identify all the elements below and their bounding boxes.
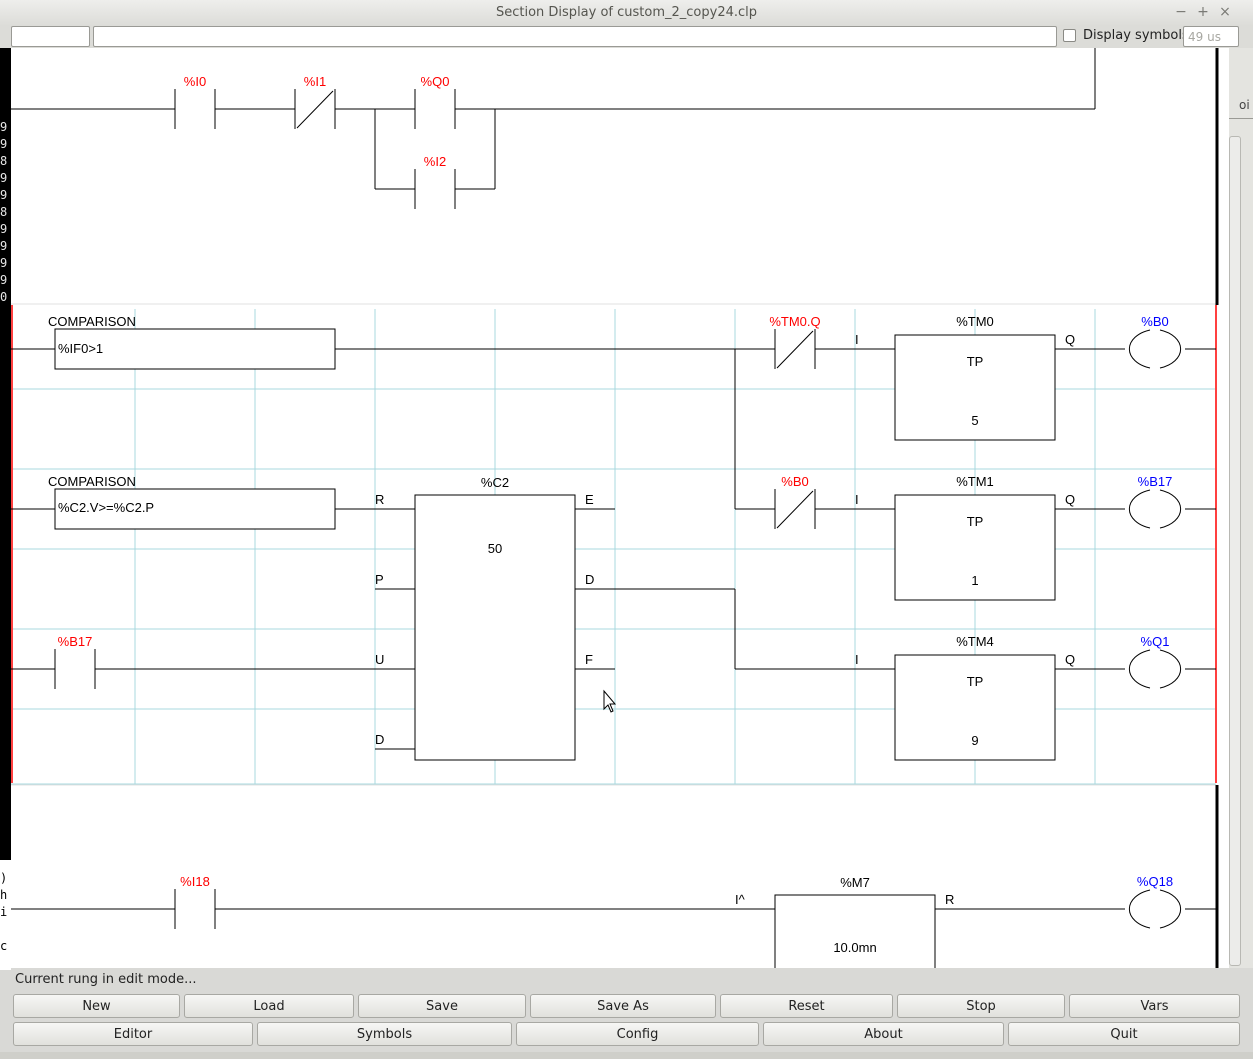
background-text-lower: )h i c	[0, 871, 8, 953]
counter-name: %C2	[481, 475, 509, 490]
timer-TM1-name: %TM1	[956, 474, 994, 489]
timer-TM0-name: %TM0	[956, 314, 994, 329]
counter-input-D: D	[375, 732, 384, 747]
background-divider	[1229, 118, 1253, 119]
edit-mode-border	[11, 305, 1217, 783]
comparison-block-1[interactable]	[54, 328, 336, 370]
timer-TM0-preset: 5	[971, 413, 978, 428]
timer-TM0-input: I	[855, 332, 859, 347]
contact-Q0[interactable]	[414, 89, 456, 129]
timer-TM4-preset: 9	[971, 733, 978, 748]
rung-field[interactable]	[11, 26, 90, 47]
timer-TM0-block[interactable]	[894, 334, 1056, 441]
vars-button[interactable]: Vars	[1069, 994, 1240, 1018]
coil-B17-label: %B17	[1138, 474, 1173, 489]
contact-Q0-label: %Q0	[421, 74, 450, 89]
timer-TM4-name: %TM4	[956, 634, 994, 649]
contact-B0-label: %B0	[781, 474, 808, 489]
monostable-value: 10.0mn	[833, 940, 876, 955]
timer-TM4-output: Q	[1065, 652, 1075, 667]
contact-B17[interactable]	[54, 649, 96, 689]
about-button[interactable]: About	[763, 1022, 1004, 1046]
contact-TM0Q-label: %TM0.Q	[769, 314, 820, 329]
counter-input-U: U	[375, 652, 384, 667]
contact-B17-label: %B17	[58, 634, 93, 649]
display-symbols-label: Display symbols	[1083, 28, 1189, 43]
rung-2-wires	[11, 348, 1216, 750]
counter-output-F: F	[585, 652, 593, 667]
monostable-block[interactable]	[774, 894, 936, 968]
window-title: Section Display of custom_2_copy24.clp	[495, 5, 758, 20]
timer-TM1-type: TP	[967, 514, 984, 529]
stop-button[interactable]: Stop	[897, 994, 1065, 1018]
editor-button[interactable]: Editor	[13, 1022, 253, 1046]
maximize-button[interactable]: +	[1197, 4, 1209, 20]
timer-TM4-block[interactable]	[894, 654, 1056, 761]
monostable-input: I^	[735, 892, 746, 907]
comparison-block-2[interactable]	[54, 488, 336, 530]
coil-Q1[interactable]	[1128, 649, 1182, 689]
background-text-right: oi	[1239, 98, 1250, 112]
coil-B0-label: %B0	[1141, 314, 1168, 329]
counter-output-D: D	[585, 572, 594, 587]
counter-preset: 50	[488, 541, 502, 556]
scan-time-field: 49 us	[1183, 26, 1239, 47]
comparison-2-header: COMPARISON	[48, 474, 136, 489]
counter-input-P: P	[375, 572, 384, 587]
rung-1	[11, 48, 1096, 190]
comparison-1-expression: %IF0>1	[58, 341, 103, 356]
timer-TM1-output: Q	[1065, 492, 1075, 507]
coil-Q1-label: %Q1	[1141, 634, 1170, 649]
contact-TM0Q-nc[interactable]	[774, 329, 816, 369]
contact-I1-nc[interactable]	[294, 89, 336, 129]
status-message: Current rung in edit mode...	[15, 972, 197, 987]
ladder-canvas[interactable]: %I0 %I1 %Q0 %I2 COMPARISON	[11, 48, 1229, 968]
counter-input-R: R	[375, 492, 384, 507]
contact-I0[interactable]	[174, 89, 216, 129]
counter-output-E: E	[585, 492, 594, 507]
contact-I0-label: %I0	[184, 74, 206, 89]
comparison-1-header: COMPARISON	[48, 314, 136, 329]
timer-TM1-preset: 1	[971, 573, 978, 588]
monostable-output: R	[945, 892, 954, 907]
save-as-button[interactable]: Save As	[530, 994, 716, 1018]
coil-B0[interactable]	[1128, 329, 1182, 369]
comparison-2-expression: %C2.V>=%C2.P	[58, 500, 154, 515]
contact-B0-nc[interactable]	[774, 489, 816, 529]
taskbar	[0, 1052, 1253, 1059]
monostable-name: %M7	[840, 875, 870, 890]
mouse-cursor-icon	[603, 689, 617, 713]
save-button[interactable]: Save	[358, 994, 526, 1018]
contact-I18-label: %I18	[180, 874, 210, 889]
timer-TM1-block[interactable]	[894, 494, 1056, 601]
background-panel	[0, 860, 11, 970]
coil-Q18-label: %Q18	[1137, 874, 1173, 889]
contact-I18[interactable]	[174, 889, 216, 929]
quit-button[interactable]: Quit	[1008, 1022, 1240, 1046]
minimize-button[interactable]: −	[1175, 4, 1187, 20]
contact-I2-label: %I2	[424, 154, 446, 169]
timer-TM0-output: Q	[1065, 332, 1075, 347]
config-button[interactable]: Config	[516, 1022, 759, 1046]
symbols-button[interactable]: Symbols	[257, 1022, 512, 1046]
load-button[interactable]: Load	[184, 994, 354, 1018]
reset-button[interactable]: Reset	[720, 994, 893, 1018]
timer-TM0-type: TP	[967, 354, 984, 369]
rung-separators	[11, 303, 1216, 786]
rung-comment-field[interactable]	[93, 26, 1057, 47]
counter-block[interactable]	[414, 494, 576, 761]
coil-B17[interactable]	[1128, 489, 1182, 529]
timer-TM1-input: I	[855, 492, 859, 507]
timer-TM4-input: I	[855, 652, 859, 667]
contact-I1-label: %I1	[304, 74, 326, 89]
display-symbols-checkbox[interactable]	[1063, 29, 1076, 42]
coil-Q18[interactable]	[1128, 889, 1182, 929]
new-button[interactable]: New	[13, 994, 180, 1018]
background-terminal	[0, 48, 11, 968]
contact-I2[interactable]	[414, 169, 456, 209]
timer-TM4-type: TP	[967, 674, 984, 689]
background-scrollbar	[1229, 136, 1241, 966]
close-button[interactable]: ×	[1219, 4, 1231, 20]
